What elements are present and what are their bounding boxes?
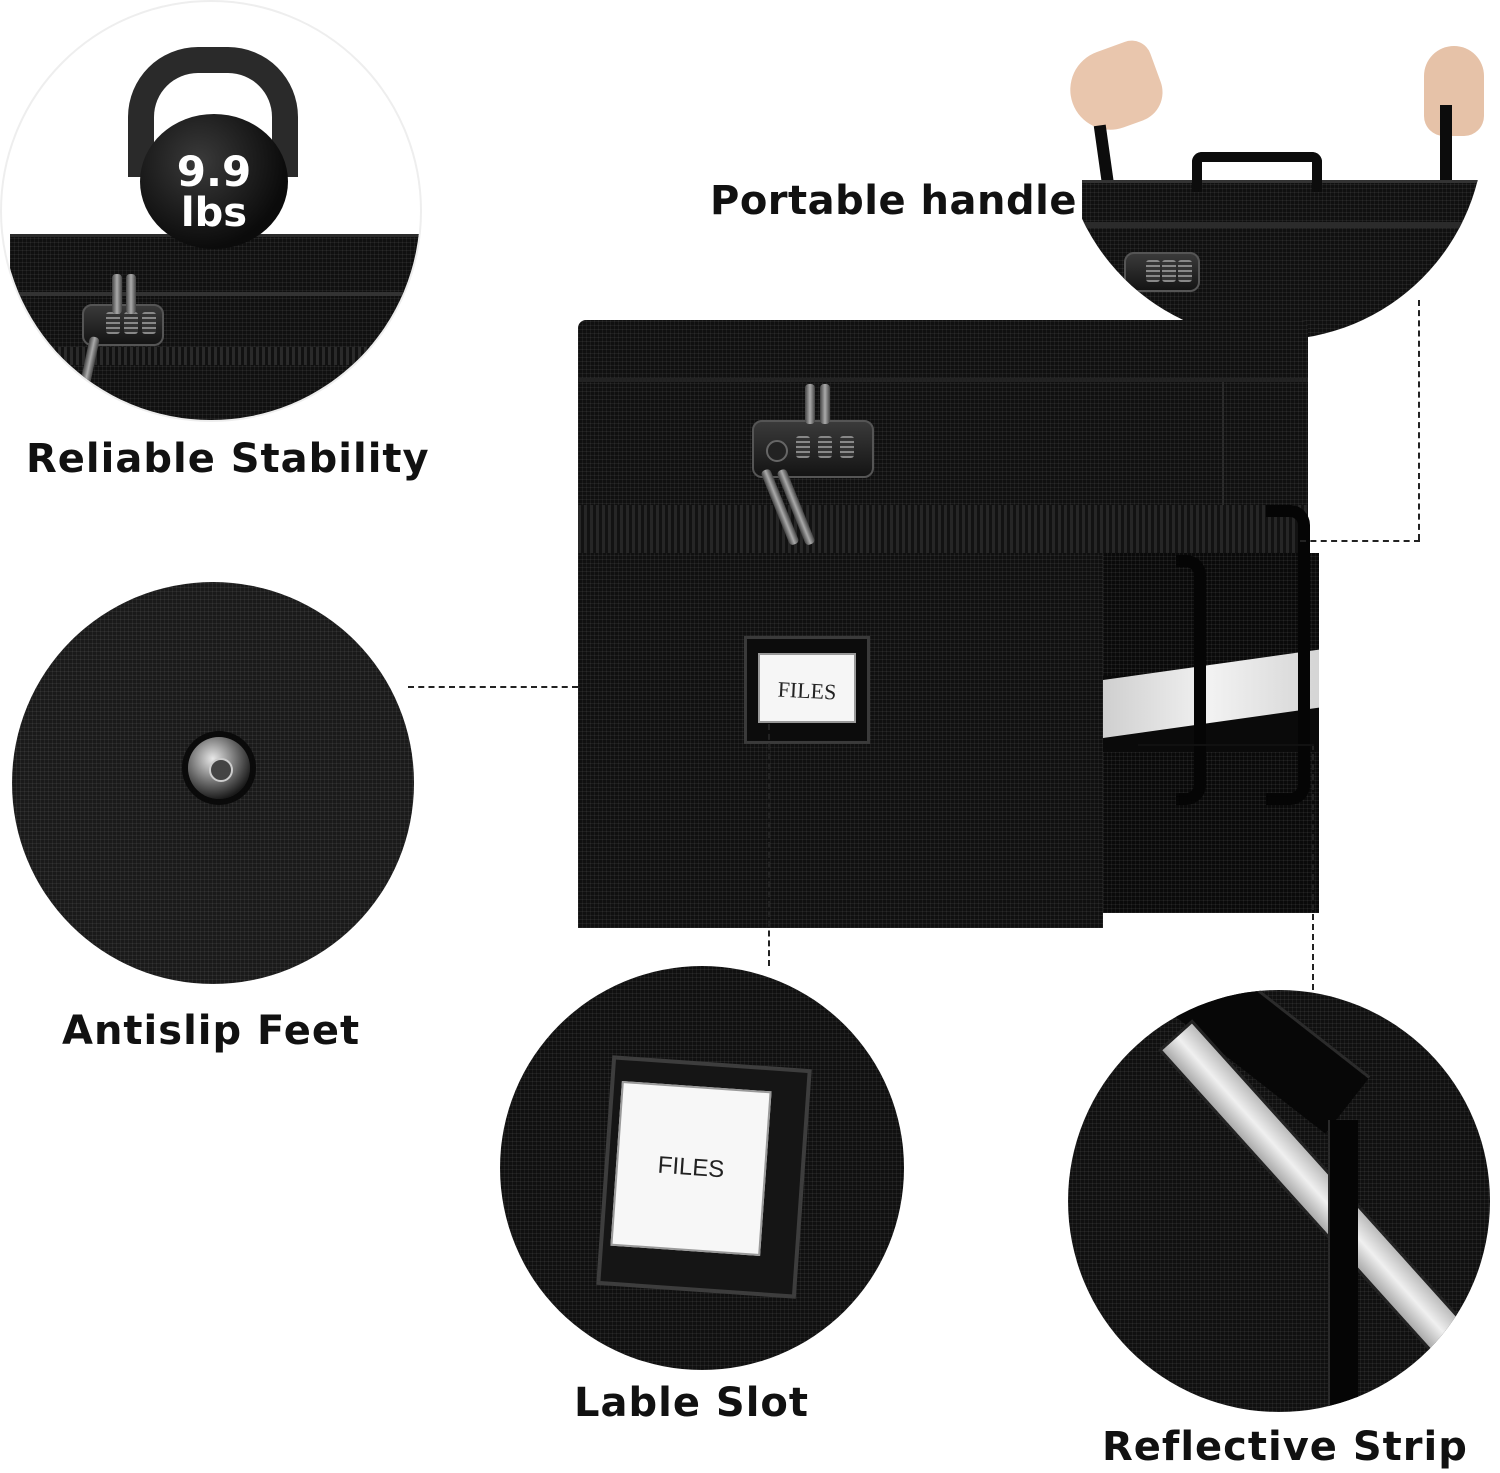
lid-seam bbox=[10, 292, 420, 296]
top-handle-icon bbox=[1192, 152, 1322, 192]
side-handle-icon bbox=[1266, 505, 1310, 805]
antislip-foot-center bbox=[209, 758, 233, 782]
leader-line-reflective-strip bbox=[1312, 744, 1314, 990]
leader-line-handle bbox=[1418, 300, 1420, 540]
zipper-band bbox=[578, 505, 1308, 553]
zipper-pull-icon bbox=[820, 384, 830, 424]
leader-line-handle-horizontal bbox=[1300, 540, 1420, 542]
leader-line-feet bbox=[408, 686, 578, 688]
left-hand bbox=[1062, 35, 1171, 141]
antislip-feet-circle bbox=[12, 582, 414, 984]
combination-lock-icon bbox=[752, 420, 874, 478]
reflective-strip-circle bbox=[1068, 990, 1490, 1412]
zipper-track bbox=[1082, 222, 1482, 228]
product-box-lid-front bbox=[578, 382, 1308, 523]
leader-line-strip-top bbox=[1138, 744, 1314, 746]
caption-reflective-strip: Reflective Strip bbox=[1102, 1424, 1468, 1470]
zipper-pull-icon bbox=[112, 274, 122, 314]
right-hand bbox=[1424, 46, 1484, 136]
handle-detail-circle bbox=[1062, 0, 1484, 340]
caption-portable-handle: Portable handle bbox=[710, 178, 1077, 224]
caption-lable-slot: Lable Slot bbox=[574, 1380, 809, 1426]
zipper-pull-icon bbox=[126, 274, 136, 314]
kettlebell-weight: 9.9 bbox=[176, 147, 252, 196]
label-slot-circle: FILES bbox=[500, 966, 904, 1370]
kettlebell-unit: lbs bbox=[180, 190, 248, 236]
zipper-pull-icon bbox=[805, 384, 815, 424]
box-label-card bbox=[758, 653, 856, 723]
product-box-body bbox=[578, 553, 1103, 928]
side-handle-icon bbox=[1176, 555, 1206, 805]
box-label-text: FILES bbox=[777, 676, 837, 705]
kettlebell-icon bbox=[140, 114, 288, 249]
combination-lock-icon bbox=[1124, 252, 1200, 292]
lid-side-seam bbox=[1222, 382, 1224, 520]
strap-detail bbox=[1328, 1120, 1358, 1412]
box-lid-detail bbox=[10, 234, 420, 420]
product-box-lid bbox=[578, 320, 1308, 382]
caption-reliable-stability: Reliable Stability bbox=[26, 436, 430, 482]
stability-detail-circle: 9.9 lbs bbox=[0, 0, 422, 422]
caption-antislip-feet: Antislip Feet bbox=[62, 1008, 361, 1054]
zipper-track bbox=[10, 347, 420, 365]
leader-line-label-slot bbox=[768, 724, 770, 966]
